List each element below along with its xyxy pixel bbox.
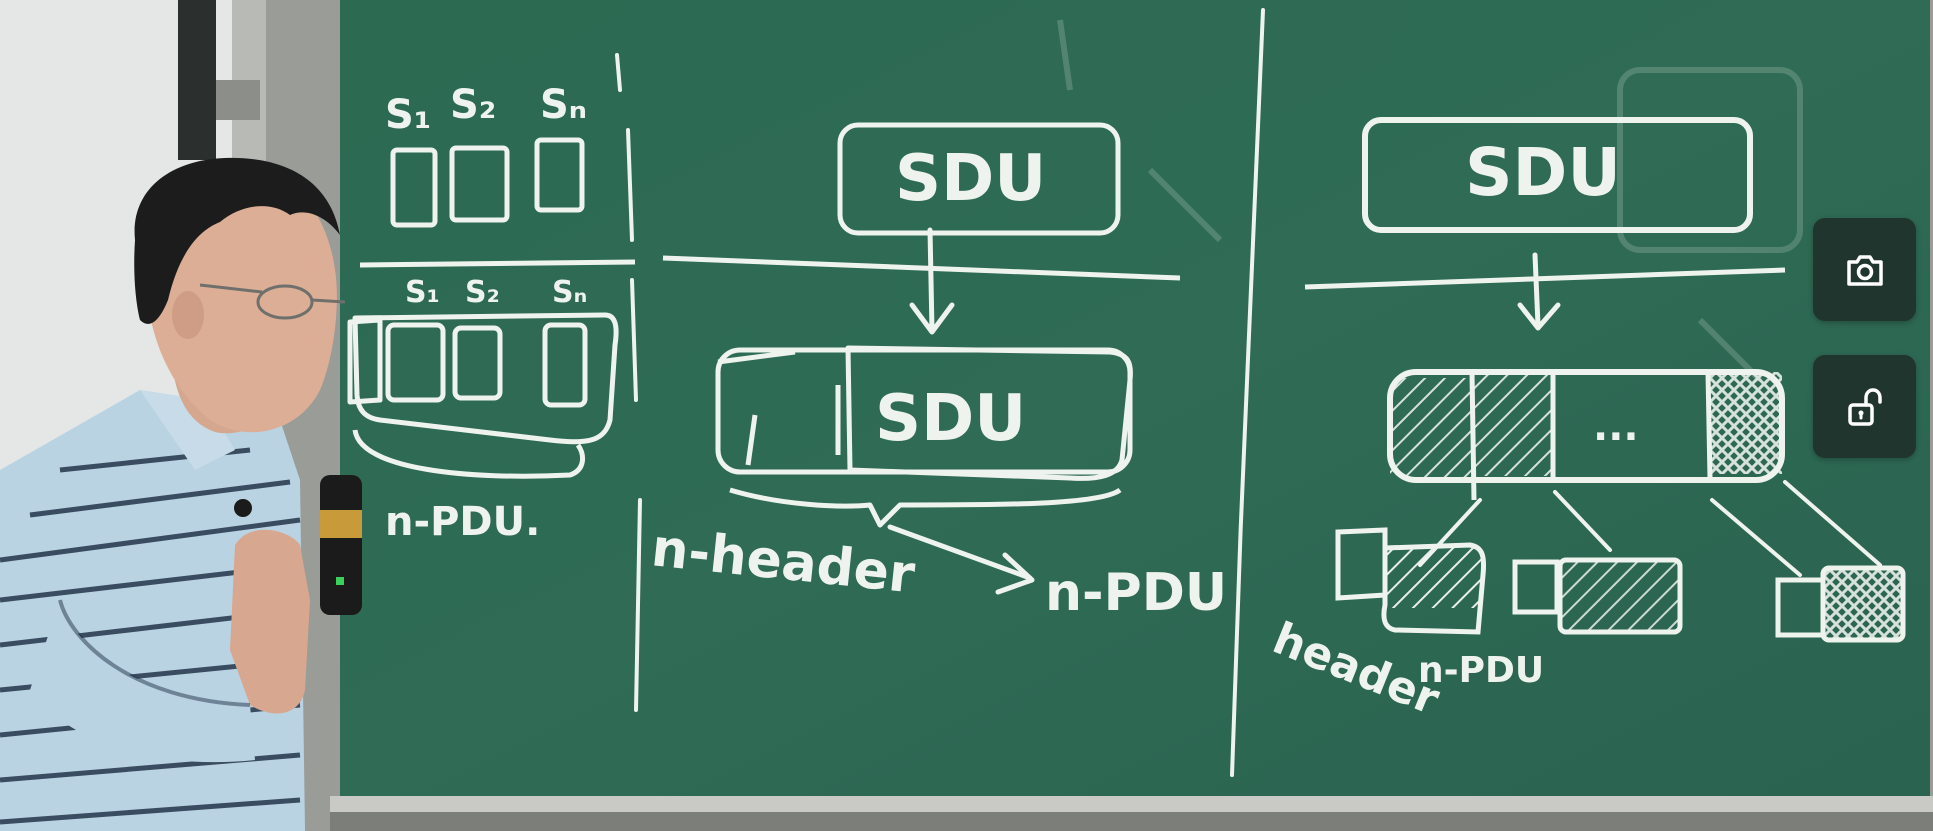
screenshot-button[interactable]: Screenshot [1813,218,1916,321]
panel2-pdu-label: n-PDU [1045,563,1227,623]
panel2-pointer-arrow [887,524,1035,595]
panel3-sdu-box [1362,117,1753,233]
panel3-down-arrow [1517,252,1561,331]
camera-icon [1846,254,1883,286]
panel-3: SDU ... [1266,117,1906,725]
panel3-pdu-fragments [1335,527,1906,643]
panel2-pdu-box [715,345,1133,528]
frame-bracket [216,80,260,120]
panel2-sdu-top: SDU [895,142,1046,216]
panel2-down-arrow [909,227,955,335]
panel-1: S₁ S₂ Sₙ S₁ S₂ Sₙ n-PDU. [347,82,636,545]
dark-post [178,0,216,160]
panel3-pdu-label: n-PDU [1418,650,1544,691]
unlock-icon [1847,387,1882,426]
panel1-inner-label: S₂ [465,275,500,310]
panel1-segment-boxes [390,137,585,228]
lecturer [0,157,362,831]
panel3-ellipsis: ... [1593,404,1639,450]
lapel-mic [234,499,252,517]
panel2-sdu-top-box [837,122,1121,236]
panel1-top-label: S₂ [450,82,496,128]
panel-dividers [615,8,1265,777]
chalkboard [340,0,1930,796]
panel1-caption: n-PDU. [385,499,540,545]
panel2-divider-line [662,255,1181,281]
panel1-pdu-box [347,312,619,479]
ledge-shadow [330,812,1933,831]
panel3-divider-line [1304,267,1786,290]
panel1-inner-label: Sₙ [552,275,587,310]
panel3-segmented-pdu [1387,369,1785,501]
panel1-inner-label: S₁ [405,275,440,310]
microphone [320,475,362,615]
panel2-sdu-bottom: SDU [875,382,1026,456]
panel1-top-label: Sₙ [540,82,587,128]
chalk-ledge [330,796,1933,812]
panel3-sdu: SDU [1465,134,1621,211]
panel1-divider-line [359,259,636,268]
panel1-top-label: S₁ [385,92,431,138]
lock-toggle-button[interactable]: Unlock [1813,355,1916,458]
